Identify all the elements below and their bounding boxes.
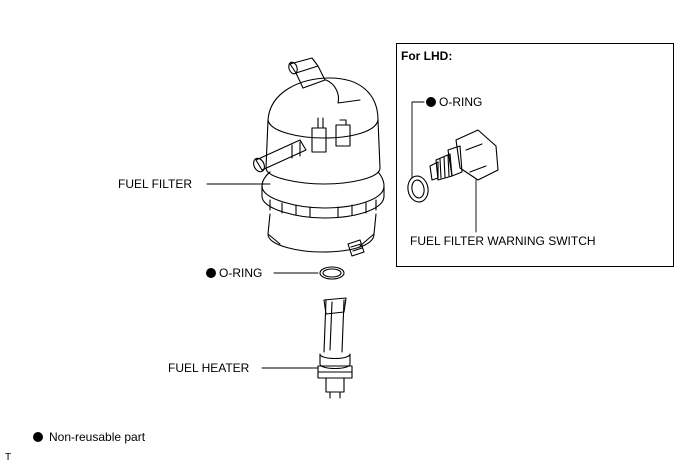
fuel-filter-drawing [253, 57, 385, 257]
inset-o-ring-label: O-RING [426, 95, 482, 109]
o-ring-text: O-RING [219, 266, 263, 280]
leader-lines [206, 183, 319, 369]
o-ring-label: O-RING [206, 266, 262, 280]
non-reusable-marker-icon [426, 97, 436, 107]
legend: Non-reusable part [33, 430, 145, 444]
filled-circle-icon [33, 432, 43, 442]
fuel-heater-drawing [317, 297, 353, 399]
fuel-filter-label: FUEL FILTER [118, 177, 193, 191]
inset-title: For LHD: [401, 49, 453, 63]
non-reusable-marker-icon [206, 268, 216, 278]
fuel-heater-label: FUEL HEATER [168, 361, 250, 375]
warning-switch-label: FUEL FILTER WARNING SWITCH [410, 234, 596, 248]
inset-o-ring-drawing [407, 101, 429, 203]
warning-switch-drawing [429, 129, 499, 233]
legend-text: Non-reusable part [49, 430, 146, 444]
inset-o-ring-text: O-RING [439, 95, 483, 109]
o-ring-main-drawing [319, 266, 345, 280]
corner-mark: T [5, 452, 12, 463]
lhd-inset-box [396, 43, 674, 267]
